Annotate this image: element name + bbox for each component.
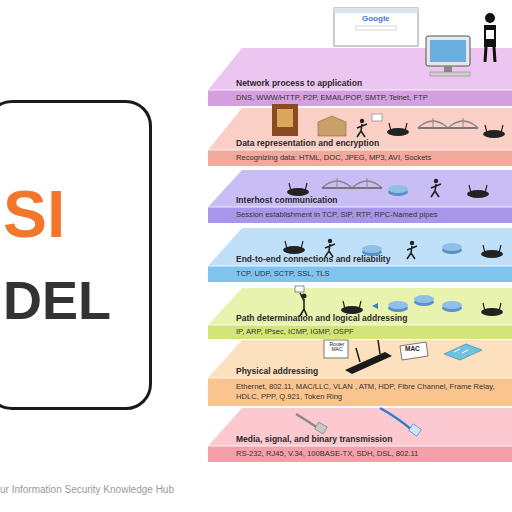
band-front-strip — [208, 207, 512, 223]
layer-heading: Data representation and encryption — [236, 138, 379, 148]
browser-frame — [334, 8, 418, 46]
tag-text: Router MAC — [326, 342, 348, 353]
layer-protocols: TCP, UDP, SCTP, SSL, TLS — [236, 269, 498, 279]
layer-protocols: Ethernet, 802.11, MAC/LLC, VLAN , ATM, H… — [236, 382, 498, 402]
title-word-dark: DEL — [3, 273, 111, 327]
layer-heading: Physical addressing — [236, 366, 318, 376]
person-head — [485, 13, 495, 23]
router-cylinder — [388, 185, 408, 196]
osi-layer-band: Media, signal, and binary transmissionRS… — [208, 408, 512, 462]
band-top-surface — [208, 408, 512, 446]
layer-protocols: Session establishment in TCP, SIP, RTP, … — [236, 210, 498, 220]
person-body — [484, 25, 496, 47]
band-edge — [208, 150, 512, 151]
band-edge — [208, 207, 512, 208]
monitor — [426, 36, 470, 66]
envelope-icon — [372, 114, 382, 121]
router-tag — [324, 340, 348, 358]
band-top-surface — [208, 48, 512, 90]
band-edge — [208, 446, 512, 447]
band-front-strip — [208, 325, 512, 339]
title-word-orange: SI — [3, 181, 65, 247]
layer-heading: Media, signal, and binary transmission — [236, 434, 392, 444]
layer-protocols: RS-232, RJ45, V.34, 100BASE-TX, SDH, DSL… — [236, 449, 498, 459]
keyboard — [430, 72, 470, 76]
band-front-strip — [208, 446, 512, 462]
door-panel — [277, 109, 293, 127]
router-cylinder — [442, 301, 462, 312]
band-top-surface — [208, 170, 512, 207]
layer-protocols: IP, ARP, IPsec, ICMP, IGMP, OSPF — [236, 327, 498, 337]
footer-tagline: ur Information Security Knowledge Hub — [0, 485, 174, 496]
osi-layer-band: Data representation and encryptionRecogn… — [208, 108, 512, 166]
router-cylinder — [362, 245, 382, 256]
router-cylinder — [388, 301, 408, 312]
band-front-strip — [208, 90, 512, 106]
osi-layer-band: Interhost communicationSession establish… — [208, 170, 512, 223]
layer-protocols: DNS, WWW/HTTP, P2P, EMAIL/POP, SMTP, Tel… — [236, 93, 498, 103]
tag-text: MAC — [405, 346, 420, 353]
band-front-strip — [208, 150, 512, 166]
band-front-strip — [208, 378, 512, 406]
band-edge — [208, 378, 512, 379]
person-shirt — [486, 30, 494, 39]
band-top-surface — [208, 288, 512, 325]
band-front-strip — [208, 266, 512, 282]
title-box: SI DEL — [0, 100, 152, 410]
band-edge — [208, 90, 512, 91]
osi-layer-band: End-to-end connections and reliabilityTC… — [208, 228, 512, 282]
router-cylinder — [414, 295, 434, 306]
switch-arrows — [454, 349, 468, 353]
band-top-surface — [208, 340, 512, 378]
browser-bar — [334, 8, 418, 13]
osi-layer-band: Path determination and logical addressin… — [208, 288, 512, 339]
monitor-stand — [444, 66, 452, 72]
layer-heading: Path determination and logical addressin… — [236, 313, 407, 323]
search-field — [356, 26, 396, 30]
layer-protocols: Recognizing data: HTML, DOC, JPEG, MP3, … — [236, 153, 498, 163]
band-top-surface — [208, 108, 512, 150]
band-top-surface — [208, 228, 512, 266]
monitor-screen — [430, 40, 466, 62]
router-cylinder — [442, 243, 462, 254]
browser-logo: Google — [362, 15, 390, 23]
layer-heading: Interhost communication — [236, 195, 338, 205]
band-edge — [208, 325, 512, 326]
band-edge — [208, 266, 512, 267]
door-icon — [272, 104, 298, 136]
layer-heading: Network process to application — [236, 78, 362, 88]
sign-board — [295, 286, 304, 292]
browser-window — [334, 8, 418, 46]
